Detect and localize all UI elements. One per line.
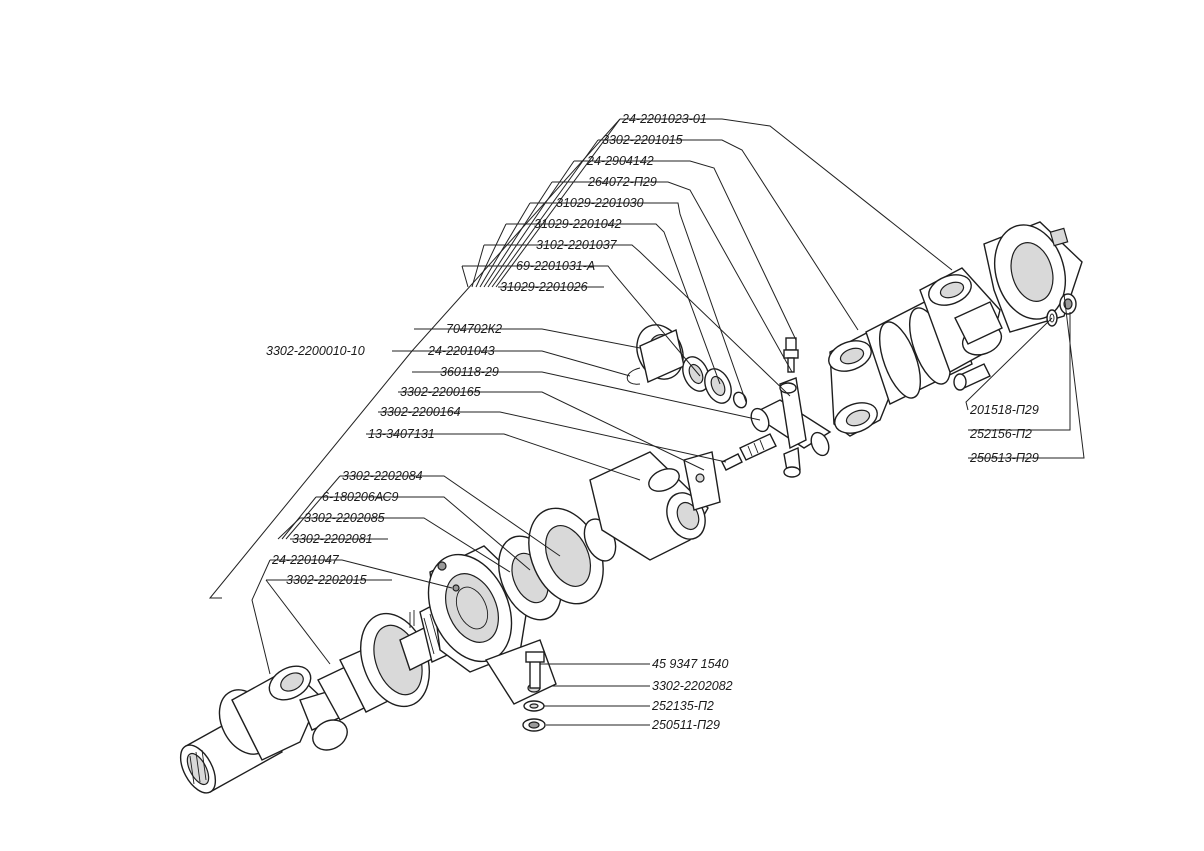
lock-plate: [683, 451, 721, 511]
flange-bolt: [953, 363, 991, 391]
label-31029-2201026: 31029-2201026: [500, 280, 588, 294]
label-3302-2200010-10: 3302-2200010-10: [266, 344, 365, 358]
label-24-2201043: 24-2201043: [427, 344, 495, 358]
label-3302-2202081: 3302-2202081: [292, 532, 373, 546]
label-13-3407131: 13-3407131: [368, 427, 435, 441]
label-6-180206ac9: 6-180206АС9: [322, 490, 398, 504]
label-3302-2202084: 3302-2202084: [342, 469, 423, 483]
label-252135-p2: 252135-П2: [651, 699, 714, 713]
label-201518-p29: 201518-П29: [969, 403, 1039, 417]
label-3302-2200164: 3302-2200164: [380, 405, 461, 419]
label-24-2201023-01: 24-2201023-01: [621, 112, 707, 126]
label-3302-2201015: 3302-2201015: [602, 133, 683, 147]
seal-rings: [682, 356, 748, 409]
label-3102-2201037: 3102-2201037: [536, 238, 618, 252]
flange-nut: [1059, 293, 1077, 315]
label-250513-p29: 250513-П29: [969, 451, 1039, 465]
grease-nipple: [783, 337, 799, 373]
label-250511-p29: 250511-П29: [651, 718, 720, 732]
cross-bolt: [721, 433, 777, 471]
rear-universal-joint: [919, 267, 1003, 374]
support-washer: [523, 700, 545, 712]
label-3302-2202082: 3302-2202082: [652, 679, 733, 693]
label-45-9347-1540: 45 9347 1540: [652, 657, 729, 671]
retaining-ring: [626, 367, 641, 385]
label-31029-2201042: 31029-2201042: [534, 217, 622, 231]
label-24-2201047: 24-2201047: [271, 553, 340, 567]
label-24-2904142: 24-2904142: [586, 154, 654, 168]
support-bolt: [525, 651, 545, 689]
label-3302-2202015: 3302-2202015: [286, 573, 367, 587]
label-3302-2202085: 3302-2202085: [304, 511, 385, 525]
label-360118-29: 360118-29: [440, 365, 499, 379]
label-252156-p2: 252156-П2: [969, 427, 1032, 441]
label-264072-p29: 264072-П29: [587, 175, 657, 189]
needle-bearing-cup: [636, 324, 685, 383]
support-nut: [522, 718, 546, 732]
rear-flange: [983, 221, 1083, 333]
leader-lines: [208, 118, 1085, 726]
label-31029-2201030: 31029-2201030: [556, 196, 644, 210]
label-69-2201031-a: 69-2201031-А: [516, 259, 595, 273]
label-704702k2: 704702К2: [446, 322, 502, 336]
label-3302-2200165: 3302-2200165: [400, 385, 481, 399]
universal-joint-cross: [750, 377, 832, 478]
